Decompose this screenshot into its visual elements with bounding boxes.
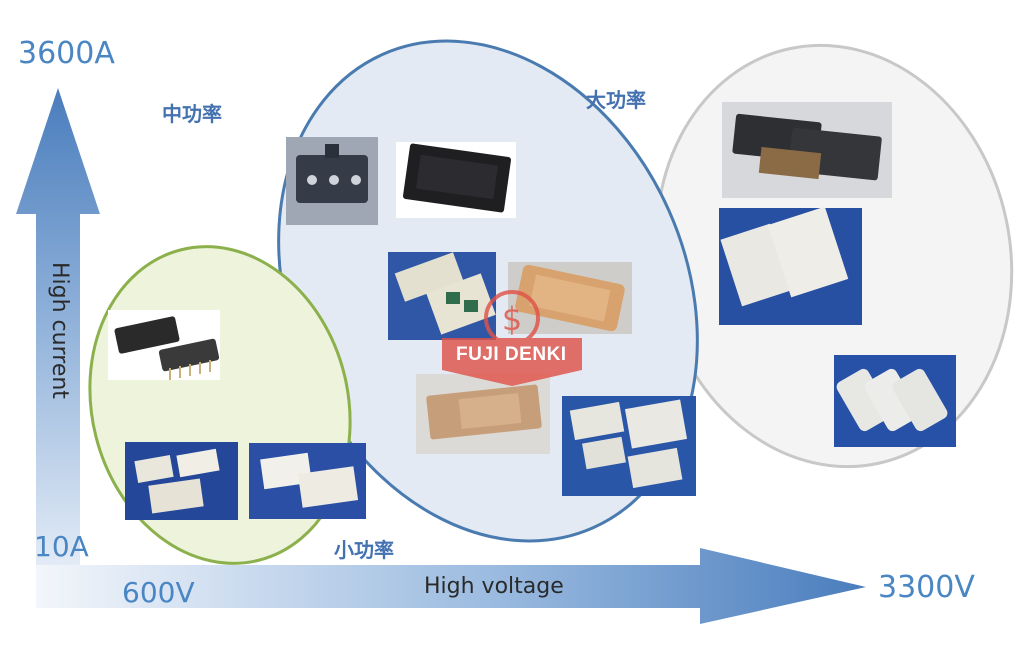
large-module-dark-photo [722, 102, 892, 198]
medium-module-long-photo [416, 374, 550, 454]
large-power-label: 大功率 [586, 88, 646, 112]
watermark-text: FUJI DENKI [456, 344, 567, 365]
voltage-max-label: 3300V [878, 570, 975, 605]
small-white-module-2-photo [249, 443, 366, 519]
current-max-label: 3600A [18, 36, 115, 71]
medium-module-black-photo [396, 142, 516, 218]
voltage-axis-title: High voltage [424, 574, 564, 599]
large-module-silver-photo [834, 355, 956, 447]
medium-module-copper-photo [508, 262, 632, 334]
medium-module-dark-photo [286, 137, 378, 225]
fuji-denki-watermark: $ [442, 290, 582, 386]
watermark-shield [442, 338, 582, 386]
small-ipm-photo [108, 310, 220, 380]
small-power-label: 小功率 [334, 538, 394, 562]
large-module-white-photo [719, 206, 862, 325]
current-axis-title: High current [47, 262, 72, 399]
watermark-symbol: $ [502, 300, 522, 338]
current-min-label: 10A [34, 530, 89, 563]
medium-module-beige-photo [388, 252, 496, 340]
voltage-min-label: 600V [122, 576, 195, 609]
voltage-axis-arrow [36, 548, 866, 624]
medium-module-set-photo [562, 396, 696, 496]
small-white-modules-photo [125, 442, 238, 520]
medium-power-label: 中功率 [162, 102, 222, 126]
current-axis-arrow [16, 88, 100, 600]
